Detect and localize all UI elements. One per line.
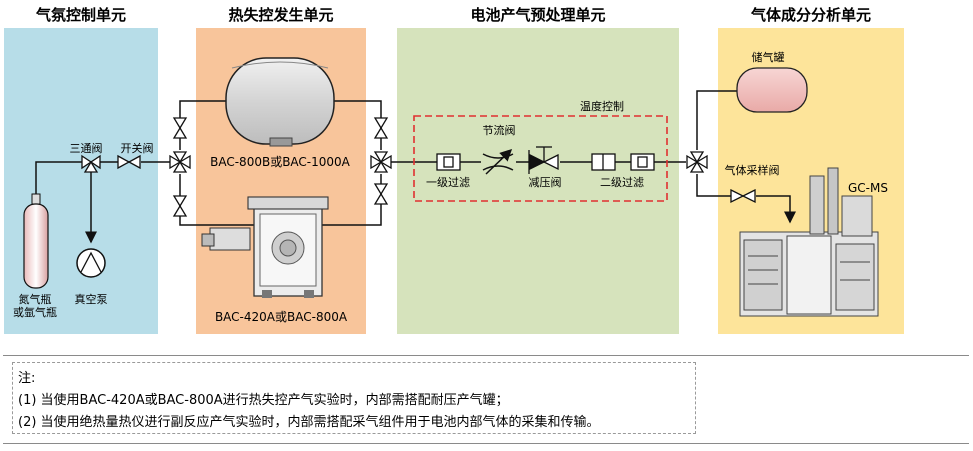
throttle-valve-label: 节流阀 — [482, 124, 516, 137]
divider-bottom — [3, 443, 969, 444]
four-way-valve-left-icon — [169, 151, 191, 173]
note-item-1: (1) 当使用BAC-420A或BAC-800A进行热失控产气实验时，内部需搭配… — [18, 393, 509, 408]
gas-cylinder-label: 氮气瓶 或氩气瓶 — [13, 293, 57, 319]
divider-top — [3, 355, 969, 356]
gas-cylinder-icon — [23, 193, 49, 289]
section-title-pretreatment: 电池产气预处理单元 — [470, 6, 606, 24]
three-way-valve-icon — [81, 154, 101, 173]
sampling-valve-icon — [730, 188, 756, 204]
notes-box — [12, 362, 696, 434]
pipe-lines — [35, 90, 796, 244]
valve-left-lower-icon — [172, 195, 188, 217]
switch-valve-icon — [117, 154, 141, 170]
gcms-label: GC-MS — [848, 181, 888, 195]
storage-tank-icon — [736, 67, 808, 113]
sampling-valve-label: 气体采样阀 — [724, 164, 780, 177]
notes-title: 注: — [18, 371, 36, 386]
secondary-filter-b-icon — [630, 153, 655, 171]
four-way-valve-analysis-icon — [686, 151, 708, 173]
storage-tank-label: 储气罐 — [751, 51, 785, 64]
pressure-reducer-label: 减压阀 — [528, 176, 562, 189]
panel-gas-pretreatment — [397, 28, 679, 334]
valve-right-upper-icon — [373, 117, 389, 139]
calorimeter-small-label: BAC-420A或BAC-800A — [214, 310, 348, 324]
four-way-valve-right-icon — [370, 151, 392, 173]
primary-filter-label: 一级过滤 — [426, 176, 470, 189]
pressure-reducing-valve-icon — [528, 146, 559, 174]
valve-right-lower-icon — [373, 183, 389, 205]
note-item-2: (2) 当使用绝热量热仪进行副反应产气实验时，内部需搭配采气组件用于电池内部气体… — [18, 415, 600, 430]
section-title-analysis: 气体成分分析单元 — [750, 6, 872, 24]
throttle-valve-icon — [482, 148, 514, 175]
switch-valve-label: 开关阀 — [120, 142, 154, 155]
valve-left-upper-icon — [172, 117, 188, 139]
calorimeter-small-icon — [201, 196, 329, 298]
section-title-atmosphere: 气氛控制单元 — [35, 6, 127, 24]
secondary-filter-a-icon — [591, 153, 616, 171]
calorimeter-large-label: BAC-800B或BAC-1000A — [210, 155, 350, 169]
section-title-thermal-runaway: 热失控发生单元 — [228, 6, 334, 24]
vacuum-pump-icon — [76, 248, 106, 278]
temperature-control-box — [413, 115, 668, 202]
three-way-valve-label: 三通阀 — [69, 142, 103, 155]
primary-filter-icon — [436, 153, 461, 171]
temperature-control-label: 温度控制 — [580, 100, 624, 113]
vacuum-pump-label: 真空泵 — [74, 293, 108, 306]
calorimeter-large-icon — [225, 57, 335, 147]
gcms-instrument-icon — [739, 167, 879, 317]
secondary-filter-label: 二级过滤 — [600, 176, 644, 189]
